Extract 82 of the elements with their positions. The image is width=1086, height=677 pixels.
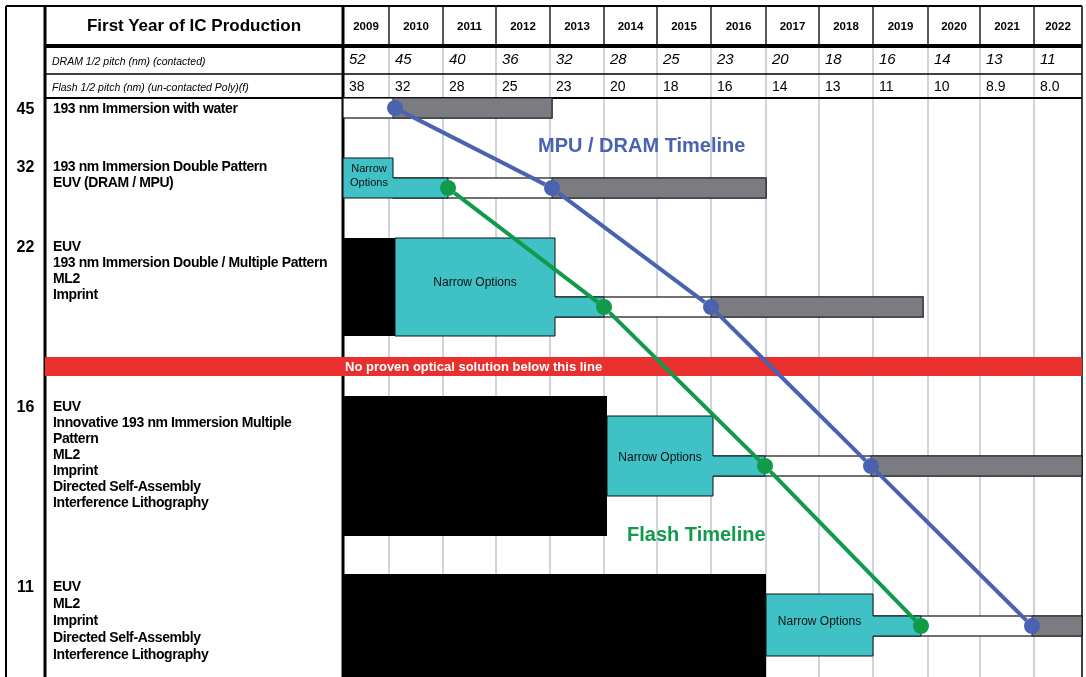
year-label: 2015 — [670, 18, 698, 34]
pitch-value: 13 — [986, 50, 1003, 67]
pitch-value: 16 — [717, 78, 733, 94]
technology-option: Imprint — [53, 462, 338, 478]
warning-band: No proven optical solution below this line — [45, 357, 1082, 376]
year-label: 2019 — [886, 18, 915, 34]
timeline-line — [769, 470, 917, 622]
timeline-line — [875, 470, 1028, 622]
technology-option: Imprint — [53, 286, 338, 302]
year-label: 2009 — [352, 18, 380, 34]
pitch-value: 38 — [349, 78, 365, 94]
pitch-value: 10 — [934, 78, 950, 94]
option-label: Narrow Options — [617, 450, 703, 466]
option-label: Narrow Options — [776, 614, 863, 630]
pitch-value: 8.0 — [1040, 78, 1060, 94]
node-size-label: 32 — [15, 158, 36, 176]
timeline-line — [453, 191, 599, 304]
year-label: 2011 — [456, 18, 483, 34]
pitch-value: 40 — [449, 50, 466, 67]
year-label: 2017 — [778, 18, 807, 34]
timeline-line — [557, 191, 706, 304]
technology-option: ML2 — [53, 595, 338, 611]
timeline-line — [715, 311, 867, 462]
pitch-value: 25 — [663, 50, 680, 67]
year-label: 2020 — [940, 18, 968, 34]
year-label: 2012 — [509, 18, 537, 34]
technology-option: Innovative 193 nm Immersion Multiple Pattern — [53, 414, 338, 446]
technology-option: 193 nm Immersion with water — [53, 100, 338, 116]
technology-option: ML2 — [53, 446, 338, 462]
year-label: 2021 — [993, 18, 1021, 34]
row-heading: DRAM 1/2 pitch (nm) (contacted) — [52, 55, 206, 67]
option-label: Narrow Options — [432, 275, 518, 291]
node-size-label: 11 — [16, 578, 35, 596]
pitch-value: 11 — [1040, 50, 1056, 67]
pitch-value: 18 — [663, 78, 679, 94]
timeline-label: Flash Timeline — [627, 523, 766, 546]
year-label: 2010 — [402, 18, 430, 34]
technology-option: EUV — [53, 578, 338, 594]
timeline-label: MPU / DRAM Timeline — [538, 134, 746, 157]
node-size-label: 22 — [15, 238, 36, 256]
technology-option: Interference Lithography — [53, 494, 338, 510]
pitch-value: 25 — [502, 78, 518, 94]
pitch-value: 52 — [349, 50, 366, 67]
year-label: 2013 — [563, 18, 591, 34]
pitch-value: 23 — [717, 50, 734, 67]
node-size-label: 45 — [15, 100, 36, 118]
pitch-value: 14 — [772, 78, 788, 94]
pitch-value: 11 — [879, 78, 894, 94]
pitch-value: 14 — [934, 50, 951, 67]
pitch-value: 28 — [449, 78, 465, 94]
year-label: 2016 — [724, 18, 753, 34]
pitch-value: 8.9 — [986, 78, 1006, 94]
row-heading: Flash 1/2 pitch (nm) (un-contacted Poly)(f) — [52, 81, 249, 93]
pitch-value: 45 — [395, 50, 412, 67]
table-title: First Year of IC Production — [85, 14, 303, 37]
pitch-value: 20 — [610, 78, 626, 94]
timeline-line — [608, 311, 761, 462]
pitch-value: 20 — [772, 50, 789, 67]
year-label: 2014 — [616, 18, 645, 34]
technology-option: EUV — [53, 238, 338, 254]
technology-option: ML2 — [53, 270, 338, 286]
pitch-value: 32 — [556, 50, 573, 67]
option-label: Narrow Options — [349, 161, 389, 190]
technology-option: 193 nm Immersion Double / Multiple Pattern — [53, 254, 338, 270]
pitch-value: 16 — [879, 50, 896, 67]
pitch-value: 36 — [502, 50, 519, 67]
timeline-line — [401, 109, 546, 187]
technology-option: Interference Lithography — [53, 646, 338, 662]
technology-option: EUV — [53, 398, 338, 414]
year-label: 2018 — [832, 18, 860, 34]
pitch-value: 23 — [556, 78, 572, 94]
pitch-value: 28 — [610, 50, 627, 67]
technology-option: 193 nm Immersion Double Pattern — [53, 158, 338, 174]
technology-option: Directed Self-Assembly — [53, 478, 338, 494]
node-size-label: 16 — [15, 398, 36, 416]
technology-option: EUV (DRAM / MPU) — [53, 174, 338, 190]
technology-option: Directed Self-Assembly — [53, 629, 338, 645]
pitch-value: 32 — [395, 78, 411, 94]
technology-option: Imprint — [53, 612, 338, 628]
pitch-value: 18 — [825, 50, 842, 67]
pitch-value: 13 — [825, 78, 841, 94]
year-label: 2022 — [1044, 18, 1072, 34]
